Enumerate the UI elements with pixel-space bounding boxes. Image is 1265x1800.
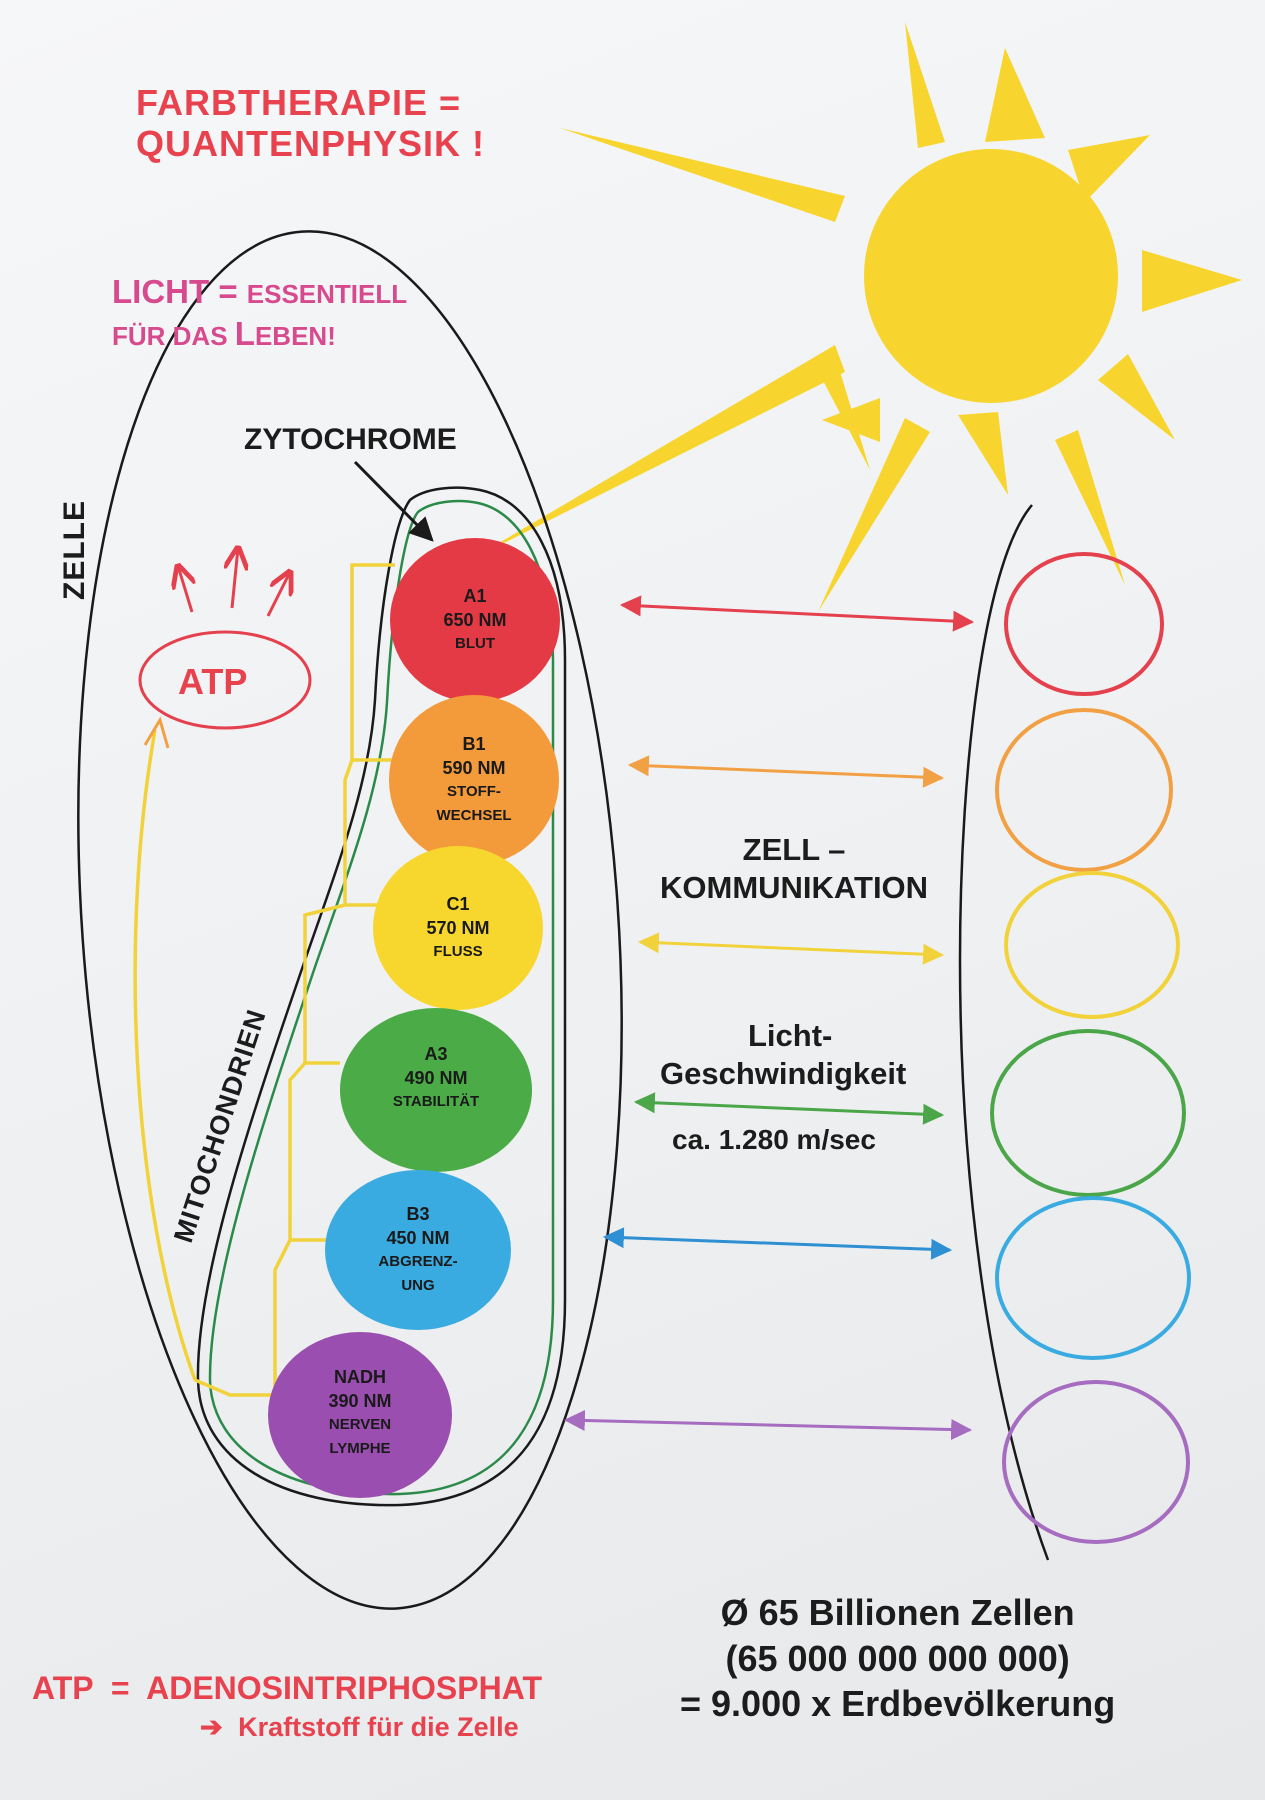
molecule-desc: NERVEN — [328, 1416, 392, 1433]
molecule-label-a1: A1 650 NM BLUT — [443, 584, 506, 656]
light-essential-line-1-b: ESSENTIELL — [246, 279, 408, 309]
molecule-circles — [268, 538, 560, 1498]
molecule-desc-2: LYMPHE — [329, 1440, 391, 1457]
communication-arrows — [563, 595, 975, 1441]
molecule-desc: ABGRENZ- — [378, 1253, 458, 1270]
atp-label: ATP — [178, 661, 248, 702]
molecule-desc-2: WECHSEL — [436, 807, 512, 824]
molecule-circle-b3 — [325, 1170, 511, 1330]
light-essential-line-2-c: EBEN! — [254, 320, 336, 351]
light-essential-line-1-a: LICHT = — [112, 273, 247, 310]
molecule-circle-c1 — [373, 846, 543, 1010]
mitochondrion-outer-membrane — [196, 486, 567, 1507]
light-essential-line-2-b: L — [234, 314, 255, 352]
cell-communication-line-1: ZELL – — [742, 832, 846, 867]
communication-arrow-orange — [627, 755, 945, 788]
electron-transport-connector — [133, 563, 395, 1397]
molecule-label-b3: B3 450 NM ABGRENZ- UNG — [378, 1202, 457, 1298]
molecule-wavelength: 570 NM — [426, 918, 490, 938]
communication-arrow-green — [633, 1092, 945, 1125]
zytochrome-pointer-arrow — [353, 460, 434, 542]
molecule-wavelength: 590 NM — [442, 758, 506, 778]
light-speed-line-1: Licht- — [748, 1018, 833, 1053]
molecule-wavelength: 390 NM — [328, 1391, 392, 1411]
light-speed-value: ca. 1.280 m/sec — [672, 1124, 876, 1155]
molecule-circle-nadh — [268, 1332, 452, 1498]
atp-definition: ATP = ADENOSINTRIPHOSPHAT — [32, 1670, 542, 1706]
cell-count-line-2: (65 000 000 000 000) — [725, 1637, 1070, 1679]
neighbour-circle-orange — [995, 708, 1173, 872]
atp-fuel-note: ➔ Kraftstoff für die Zelle — [200, 1712, 519, 1743]
molecule-label-a3: A3 490 NM STABILITÄT — [393, 1042, 479, 1114]
neighbour-cell-outline — [958, 504, 1050, 1561]
neighbour-circle-yellow — [1004, 871, 1180, 1019]
molecule-circle-b1 — [389, 695, 559, 865]
communication-arrow-red — [619, 595, 975, 632]
molecule-circle-a3 — [340, 1008, 532, 1172]
molecule-desc-2: UNG — [401, 1277, 435, 1294]
light-essential-line-1: LICHT = ESSENTIELL — [112, 273, 407, 311]
molecule-circle-a1 — [390, 538, 560, 702]
zytochrome-label: ZYTOCHROME — [244, 423, 457, 456]
cell-count-line-1: Ø 65 Billionen Zellen — [720, 1592, 1075, 1633]
cell-count-note: Ø 65 Billionen Zellen (65 000 000 000 00… — [680, 1590, 1115, 1727]
molecule-label-b1: B1 590 NM STOFF- WECHSEL — [437, 732, 512, 828]
neighbour-circle-purple — [1002, 1380, 1190, 1544]
molecule-id: A3 — [424, 1044, 448, 1064]
neighbour-circle-red — [1004, 552, 1164, 696]
molecule-label-nadh: NADH 390 NM NERVEN LYMPHE — [328, 1365, 391, 1461]
molecule-desc: STOFF- — [447, 783, 501, 800]
light-essential-line-2: FÜR DAS LEBEN! — [112, 315, 407, 353]
cell-communication-line-2: KOMMUNIKATION — [660, 869, 929, 905]
light-speed-line-2: Geschwindigkeit — [660, 1055, 907, 1091]
communication-arrow-blue — [602, 1227, 953, 1260]
molecule-wavelength: 450 NM — [386, 1228, 450, 1248]
molecule-desc: STABILITÄT — [392, 1093, 480, 1110]
molecule-id: C1 — [446, 894, 470, 914]
molecule-desc: BLUT — [455, 635, 495, 652]
molecule-wavelength: 490 NM — [404, 1068, 468, 1088]
neighbour-circle-blue — [995, 1196, 1191, 1360]
neighbour-circle-green — [990, 1029, 1186, 1197]
light-speed-label: Licht- Geschwindigkeit — [660, 1018, 906, 1091]
cell-outline — [77, 230, 623, 1610]
page-title-line-2: QUANTENPHYSIK ! — [136, 123, 486, 165]
page-title-line-1: FARBTHERAPIE = — [136, 82, 462, 123]
arrow-right-icon: ➔ — [200, 1712, 223, 1742]
molecule-id: B3 — [406, 1204, 430, 1224]
sun-icon — [470, 22, 1242, 612]
molecule-wavelength: 650 NM — [443, 610, 507, 630]
atp-fuel-text: Kraftstoff für die Zelle — [238, 1712, 519, 1742]
molecule-id: A1 — [463, 586, 487, 606]
communication-arrow-yellow — [637, 932, 945, 965]
molecule-label-c1: C1 570 NM FLUSS — [426, 892, 489, 964]
atp-return-arrow-head — [143, 716, 170, 749]
energy-release-arrows — [178, 548, 290, 617]
cell-communication-label: ZELL – KOMMUNIKATION — [660, 832, 928, 905]
atp-bubble — [138, 630, 312, 730]
cell-count-line-3: = 9.000 x Erdbevölkerung — [680, 1683, 1116, 1725]
molecule-id: B1 — [462, 734, 486, 754]
molecule-id: NADH — [334, 1367, 386, 1387]
cell-label: ZELLE — [58, 500, 91, 600]
communication-arrow-purple — [563, 1409, 973, 1441]
neighbour-cell-circles — [990, 552, 1191, 1544]
light-essential-line-2-a: FÜR DAS — [112, 320, 235, 351]
page-title: FARBTHERAPIE = QUANTENPHYSIK ! — [136, 82, 485, 165]
molecule-desc: FLUSS — [433, 943, 483, 960]
light-essential-note: LICHT = ESSENTIELL FÜR DAS LEBEN! — [112, 273, 407, 353]
